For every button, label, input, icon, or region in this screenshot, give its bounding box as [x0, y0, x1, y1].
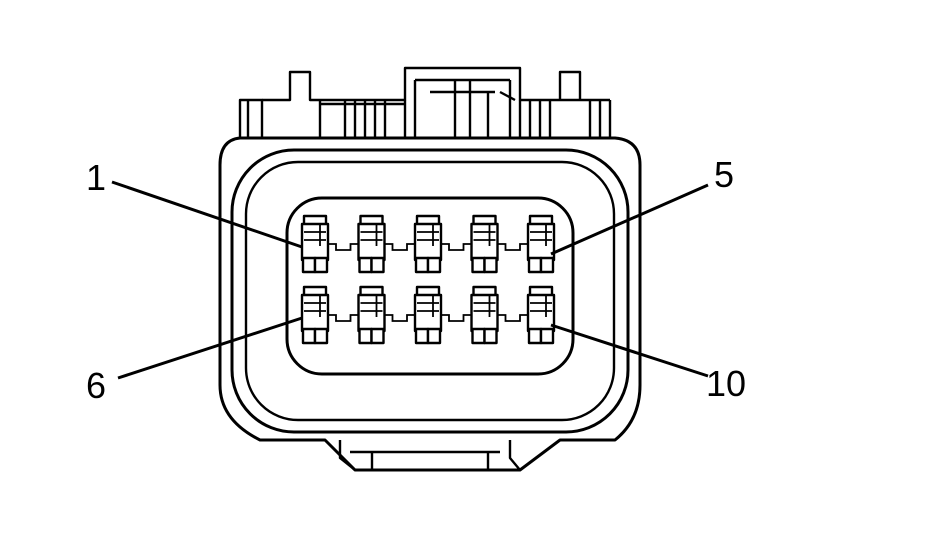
pin-label-1: 1 — [86, 157, 106, 198]
terminal — [526, 285, 556, 345]
pin-label-5: 5 — [714, 154, 734, 195]
terminal — [470, 214, 499, 274]
outer-seal-ring — [230, 148, 630, 434]
bottom-tab — [338, 440, 521, 471]
terminal — [470, 285, 499, 345]
terminal — [357, 285, 386, 345]
terminal — [526, 214, 556, 274]
leader-line-pin6 — [117, 316, 303, 380]
terminal — [357, 214, 386, 274]
terminal-cavity — [285, 196, 575, 376]
terminal-array — [300, 214, 556, 345]
leader-line-pin1 — [111, 180, 303, 249]
leader-line-pin10 — [550, 323, 709, 378]
terminal — [300, 214, 330, 274]
terminal — [413, 214, 443, 274]
pin-label-10: 10 — [706, 363, 746, 404]
terminal — [413, 285, 443, 345]
leader-line-pin5 — [550, 183, 709, 256]
inner-seal-ring — [244, 160, 616, 422]
top-latch-assembly — [238, 66, 612, 138]
terminal — [300, 285, 330, 345]
pin-label-6: 6 — [86, 365, 106, 406]
